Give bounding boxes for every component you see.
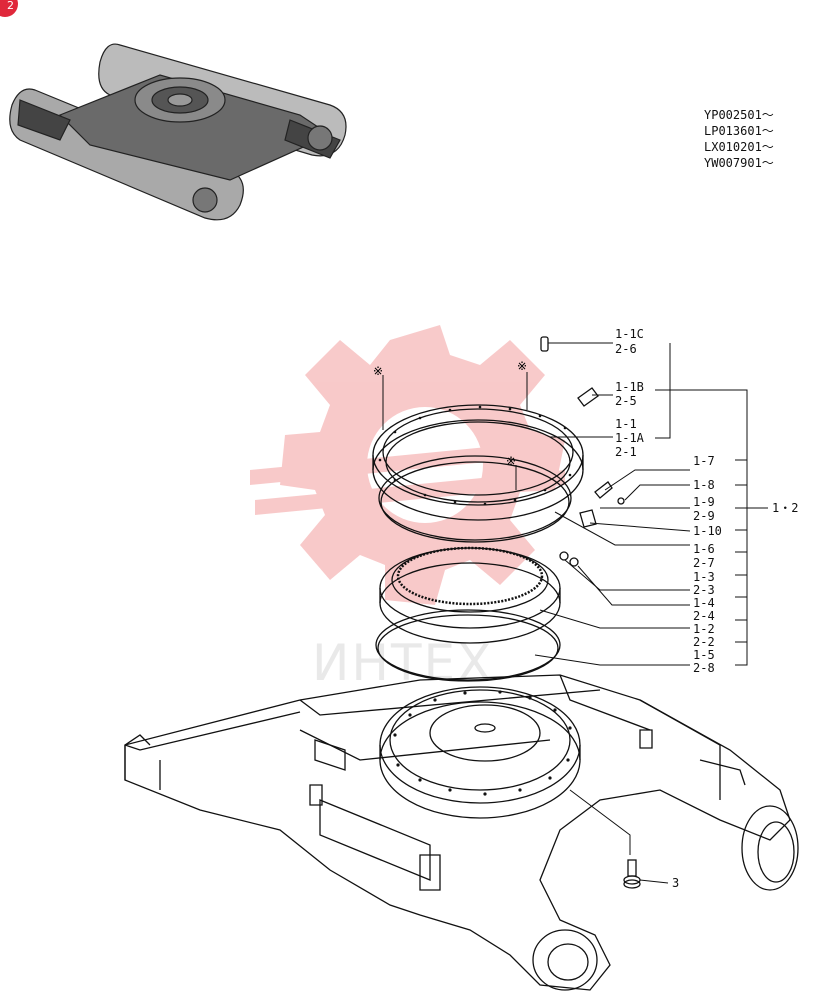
callout-group-label: 1・2 bbox=[772, 501, 798, 515]
callout-label: 2-3 bbox=[693, 583, 715, 597]
watermark-text: ИНТЕХ bbox=[312, 634, 493, 692]
callout-label: 1-9 bbox=[693, 495, 715, 509]
watermark-logo: ИНТЕХ bbox=[250, 325, 565, 692]
callout-label: 3 bbox=[672, 876, 679, 890]
reference-mark: ※ bbox=[373, 364, 383, 378]
leader-lines bbox=[382, 342, 768, 884]
callout-label: 1-3 bbox=[693, 570, 715, 584]
callout-label: 1-2 bbox=[693, 622, 715, 636]
swing-bearing-assembly bbox=[372, 336, 625, 682]
serial-number: LX010201～ bbox=[704, 140, 774, 154]
callout-label: 1-4 bbox=[693, 596, 715, 610]
callout-label: 1-1C bbox=[615, 327, 644, 341]
callout-label: 2-5 bbox=[615, 394, 637, 408]
callout-label: 2-1 bbox=[615, 445, 637, 459]
overview-thumbnail bbox=[9, 43, 347, 221]
callout-label: 1-8 bbox=[693, 478, 715, 492]
serial-number: YW007901～ bbox=[704, 156, 774, 170]
callout-label: 2-9 bbox=[693, 509, 715, 523]
callout-label: 1-5 bbox=[693, 648, 715, 662]
callout-label: 2-4 bbox=[693, 609, 715, 623]
serial-number: LP013601～ bbox=[704, 124, 774, 138]
page-badge: 2 bbox=[0, 0, 18, 17]
page-badge-number: 2 bbox=[7, 0, 14, 12]
callout-label: 1-1 bbox=[615, 417, 637, 431]
callout-label: 1-1B bbox=[615, 380, 644, 394]
serial-number-list: YP002501～ LP013601～ LX010201～ YW007901～ bbox=[704, 108, 774, 170]
callout-labels: 1-1C 2-6 1-1B 2-5 1-1 1-1A 2-1 1-7 1-8 1… bbox=[615, 327, 798, 890]
callout-label: 1-7 bbox=[693, 454, 715, 468]
reference-mark: ※ bbox=[506, 454, 516, 468]
callout-label: 1-6 bbox=[693, 542, 715, 556]
serial-number: YP002501～ bbox=[704, 108, 774, 122]
callout-label: 2-6 bbox=[615, 342, 637, 356]
callout-label: 2-7 bbox=[693, 556, 715, 570]
bolt-holes bbox=[393, 690, 572, 796]
callout-label: 1-1A bbox=[615, 431, 645, 445]
track-frame bbox=[124, 674, 799, 991]
reference-mark: ※ bbox=[517, 359, 527, 373]
callout-label: 2-2 bbox=[693, 635, 715, 649]
callout-label: 1-10 bbox=[693, 524, 722, 538]
callout-label: 2-8 bbox=[693, 661, 715, 675]
